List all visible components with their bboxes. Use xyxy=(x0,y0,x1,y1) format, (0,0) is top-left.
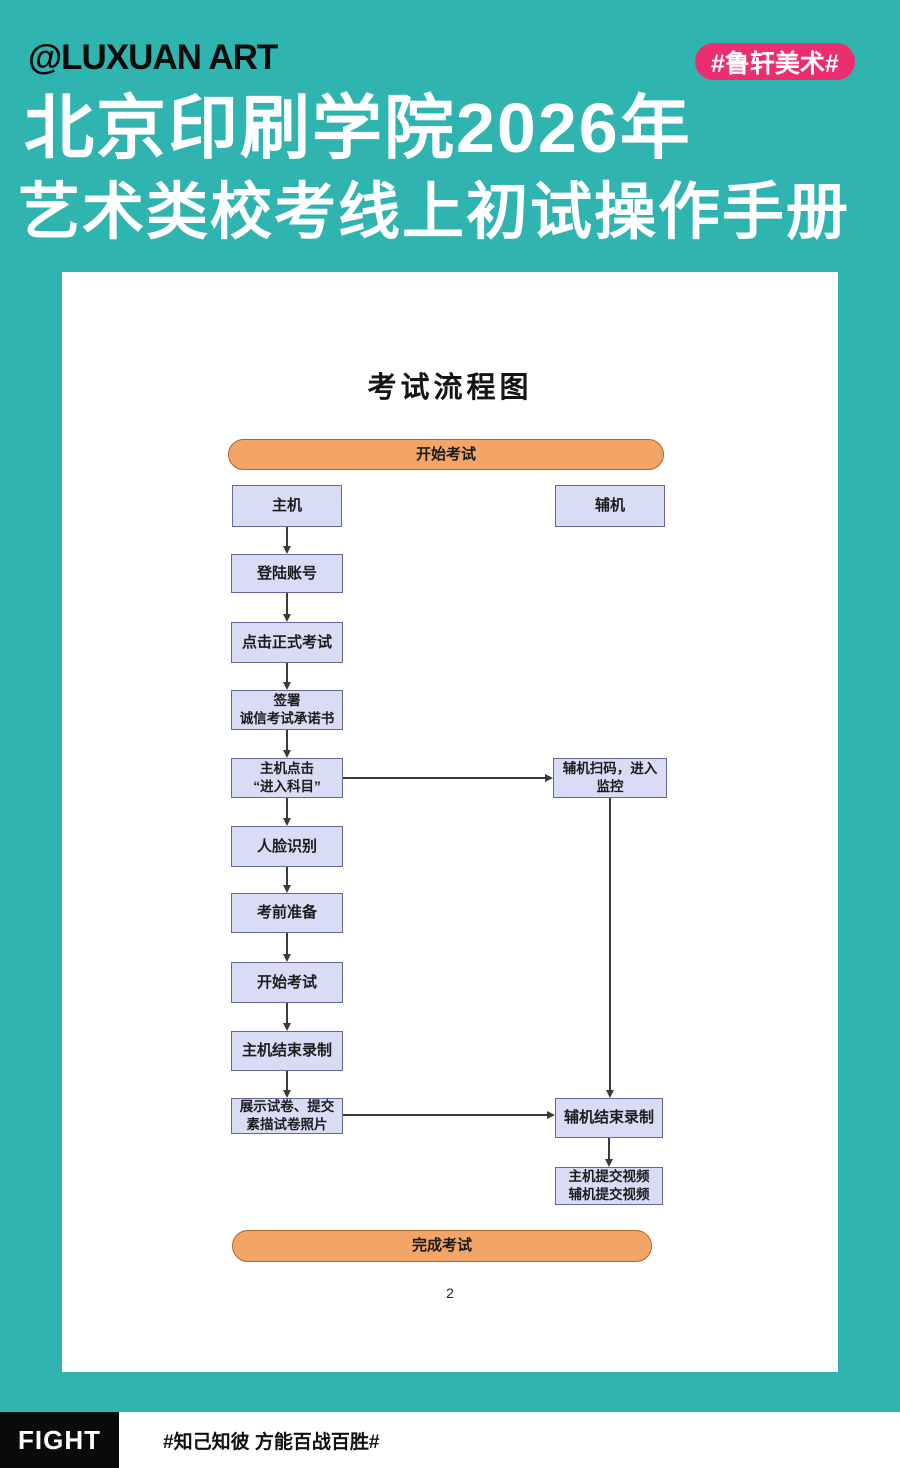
arrowhead-icon xyxy=(604,1159,613,1167)
flow-node-sign-pledge: 签署诚信考试承诺书 xyxy=(231,690,343,730)
manual-page: 考试流程图 开始考试主机辅机登陆账号点击正式考试签署诚信考试承诺书主机点击“进入… xyxy=(62,272,838,1372)
flow-node-face-id: 人脸识别 xyxy=(231,826,343,867)
arrowhead-icon xyxy=(547,1110,555,1119)
arrowhead-icon xyxy=(282,1023,291,1031)
flow-node-submit-video: 主机提交视频辅机提交视频 xyxy=(555,1167,663,1205)
flow-node-click-exam: 点击正式考试 xyxy=(231,622,343,663)
flow-node-end: 完成考试 xyxy=(232,1230,652,1262)
arrowhead-icon xyxy=(282,885,291,893)
flowchart-layer: 开始考试主机辅机登陆账号点击正式考试签署诚信考试承诺书主机点击“进入科目”辅机扫… xyxy=(62,272,838,1372)
flow-connector xyxy=(286,1003,288,1024)
arrowhead-icon xyxy=(545,773,553,782)
flow-node-enter-subject: 主机点击“进入科目” xyxy=(231,758,343,798)
flow-connector xyxy=(609,798,611,1091)
flow-connector xyxy=(608,1138,610,1160)
brand-text: @LUXUAN ART xyxy=(28,38,278,77)
arrowhead-icon xyxy=(282,750,291,758)
flow-node-login: 登陆账号 xyxy=(231,554,343,593)
flow-node-aux-stop-rec: 辅机结束录制 xyxy=(555,1098,663,1138)
flow-node-aux-device: 辅机 xyxy=(555,485,665,527)
flow-connector xyxy=(286,730,288,751)
flow-connector xyxy=(286,593,288,615)
footer-slogan: #知己知彼 方能百战百胜# xyxy=(163,1431,380,1453)
flow-connector xyxy=(286,527,288,547)
arrowhead-icon xyxy=(282,1090,291,1098)
brand-badge: #鲁轩美术# xyxy=(695,43,855,80)
flow-node-main-device: 主机 xyxy=(232,485,342,527)
flow-node-pre-exam-prep: 考前准备 xyxy=(231,893,343,933)
poster-title-line2: 艺术类校考线上初试操作手册 xyxy=(18,178,851,247)
flow-connector xyxy=(343,777,546,779)
flow-connector xyxy=(343,1114,548,1116)
flow-connector xyxy=(286,798,288,819)
flow-node-show-paper: 展示试卷、提交素描试卷照片 xyxy=(231,1098,343,1134)
flow-node-start: 开始考试 xyxy=(228,439,664,470)
arrowhead-icon xyxy=(282,818,291,826)
diagram-title: 考试流程图 xyxy=(367,372,533,404)
flow-node-main-stop-rec: 主机结束录制 xyxy=(231,1031,343,1071)
page-number: 2 xyxy=(446,1285,454,1301)
flow-connector xyxy=(286,663,288,683)
flow-connector xyxy=(286,933,288,955)
footer-bar xyxy=(0,1412,900,1468)
flow-connector xyxy=(286,867,288,886)
flow-connector xyxy=(286,1071,288,1091)
arrowhead-icon xyxy=(282,682,291,690)
arrowhead-icon xyxy=(282,546,291,554)
poster-title-line1: 北京印刷学院2026年 xyxy=(24,89,692,167)
flow-node-begin-exam: 开始考试 xyxy=(231,962,343,1003)
arrowhead-icon xyxy=(282,614,291,622)
arrowhead-icon xyxy=(605,1090,614,1098)
arrowhead-icon xyxy=(282,954,291,962)
flow-node-aux-scan: 辅机扫码，进入监控 xyxy=(553,758,667,798)
fight-label: FIGHT xyxy=(0,1412,119,1468)
